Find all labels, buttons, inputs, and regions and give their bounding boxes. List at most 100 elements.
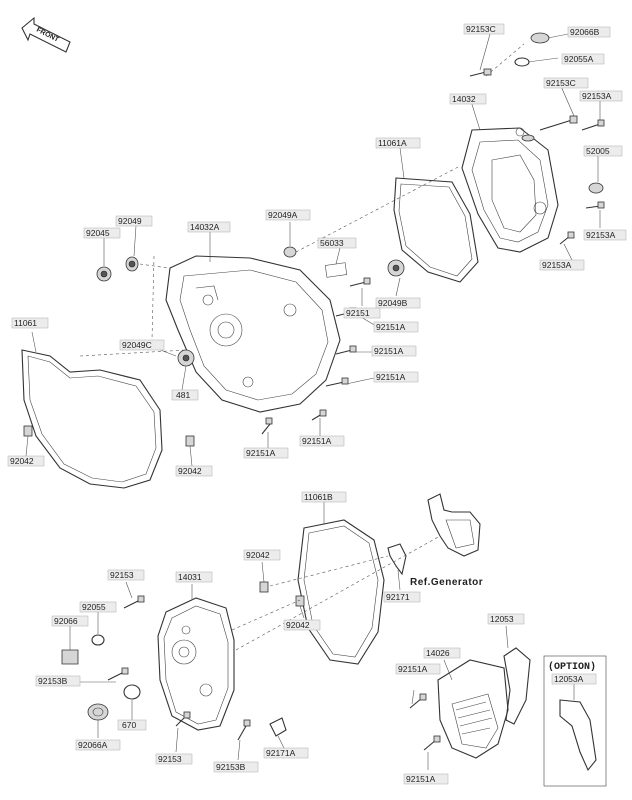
option-label: (OPTION) xyxy=(548,661,596,673)
label-92151A-d: 92151A xyxy=(299,435,345,447)
label-92151A-g: 92151A xyxy=(403,773,449,785)
bolt-92153A-mid xyxy=(585,201,605,209)
dowel-92042-gen-mid xyxy=(295,595,305,607)
label-92153C-b: 92153C xyxy=(543,77,589,89)
label-92153A-b: 92153A xyxy=(583,229,627,241)
svg-text:14032A: 14032A xyxy=(190,222,220,232)
svg-text:92151A: 92151A xyxy=(376,372,406,382)
label-92153C-a: 92153C xyxy=(463,23,505,35)
bolt-92153C-right xyxy=(539,115,578,131)
bearing-92045 xyxy=(96,266,112,282)
bolt-92151A-2 xyxy=(335,345,357,355)
svg-text:92151A: 92151A xyxy=(376,322,406,332)
label-92153B-b: 92153B xyxy=(213,761,259,773)
gasket-11061B xyxy=(297,519,385,665)
svg-text:92066: 92066 xyxy=(54,616,78,626)
dowel-92042-mid xyxy=(185,435,195,447)
svg-text:12053A: 12053A xyxy=(554,674,584,684)
label-481: 481 xyxy=(171,389,199,401)
seal-92049A xyxy=(283,246,297,258)
label-11061B: 11061B xyxy=(301,491,347,503)
label-92045: 92045 xyxy=(83,227,121,239)
label-14026: 14026 xyxy=(423,647,461,659)
svg-text:12053: 12053 xyxy=(490,614,514,624)
clamp-92171A xyxy=(269,717,287,737)
cap-92066B xyxy=(530,32,550,44)
svg-text:56033: 56033 xyxy=(320,238,344,248)
bolt-92151A-sprocket-bottom xyxy=(423,735,441,751)
cap-92066 xyxy=(61,649,79,665)
svg-text:52005: 52005 xyxy=(586,146,610,156)
bolt-92153B-gen-bottom xyxy=(237,719,251,741)
label-56033: 56033 xyxy=(317,237,357,249)
bolt-92151A-3 xyxy=(325,377,349,387)
ref-generator-label: Ref.Generator xyxy=(410,577,483,588)
svg-text:11061A: 11061A xyxy=(378,138,407,148)
label-92042-d: 92042 xyxy=(283,619,321,631)
bolt-92153A-right xyxy=(581,119,605,131)
label-52005: 52005 xyxy=(583,145,623,157)
svg-text:92151: 92151 xyxy=(346,308,370,318)
clutch-cover-14032A xyxy=(165,255,341,413)
label-14032: 14032 xyxy=(449,93,487,105)
label-92042-b: 92042 xyxy=(175,465,213,477)
generator-bracket xyxy=(427,493,481,557)
label-92049A: 92049A xyxy=(265,209,311,221)
bolt-92153-gen-bottom xyxy=(175,711,191,727)
svg-text:92153A: 92153A xyxy=(582,91,612,101)
label-92042-c: 92042 xyxy=(243,549,281,561)
oring-670 xyxy=(123,684,141,700)
svg-text:92153C: 92153C xyxy=(546,78,576,88)
svg-text:670: 670 xyxy=(122,720,136,730)
svg-text:92153B: 92153B xyxy=(216,762,246,772)
gasket-11061A xyxy=(393,177,479,283)
label-92151A-b: 92151A xyxy=(371,345,417,357)
label-92153B-a: 92153B xyxy=(35,675,81,687)
label-92153-b: 92153 xyxy=(155,753,193,765)
svg-text:92153C: 92153C xyxy=(466,24,496,34)
label-92153A-c: 92153A xyxy=(539,259,585,271)
svg-text:92055: 92055 xyxy=(82,602,106,612)
label-12053A: 12053A xyxy=(551,673,597,685)
svg-text:92066B: 92066B xyxy=(570,27,600,37)
svg-text:92042: 92042 xyxy=(246,550,270,560)
outer-cover-14032 xyxy=(461,127,559,253)
svg-text:11061: 11061 xyxy=(14,318,37,328)
svg-text:92151A: 92151A xyxy=(246,448,276,458)
svg-text:92153: 92153 xyxy=(110,570,134,580)
bearing-92049B xyxy=(387,259,405,277)
label-92171A: 92171A xyxy=(263,747,309,759)
guide-12053 xyxy=(503,647,531,725)
label-92153A-a: 92153A xyxy=(579,90,623,102)
gasket-11061 xyxy=(21,349,163,489)
plug-52005 xyxy=(588,182,604,194)
svg-text:92151A: 92151A xyxy=(302,436,332,446)
svg-text:92055A: 92055A xyxy=(564,54,594,64)
svg-text:14032: 14032 xyxy=(452,94,476,104)
label-670: 670 xyxy=(117,719,147,731)
svg-text:92151A: 92151A xyxy=(398,664,428,674)
label-92055A: 92055A xyxy=(561,53,605,65)
svg-text:92153A: 92153A xyxy=(542,260,572,270)
svg-text:92171A: 92171A xyxy=(266,748,296,758)
cap-92066A xyxy=(87,703,109,721)
svg-text:92153A: 92153A xyxy=(586,230,616,240)
svg-text:92049A: 92049A xyxy=(268,210,298,220)
svg-text:14026: 14026 xyxy=(426,648,450,658)
plate-56033 xyxy=(324,262,348,278)
bolt-92153-gen-top xyxy=(123,595,145,609)
svg-text:92153: 92153 xyxy=(158,754,182,764)
svg-text:92045: 92045 xyxy=(86,228,110,238)
label-92151A-a: 92151A xyxy=(373,321,419,333)
label-92151-a: 92151 xyxy=(343,307,381,319)
label-92151A-f: 92151A xyxy=(395,663,441,675)
svg-text:92042: 92042 xyxy=(178,466,202,476)
label-92055: 92055 xyxy=(79,601,117,613)
oring-92055 xyxy=(91,634,105,646)
svg-text:92171: 92171 xyxy=(386,592,410,602)
label-92066: 92066 xyxy=(51,615,89,627)
svg-text:92151A: 92151A xyxy=(406,774,436,784)
label-92153-a: 92153 xyxy=(107,569,145,581)
label-11061: 11061 xyxy=(11,317,49,329)
